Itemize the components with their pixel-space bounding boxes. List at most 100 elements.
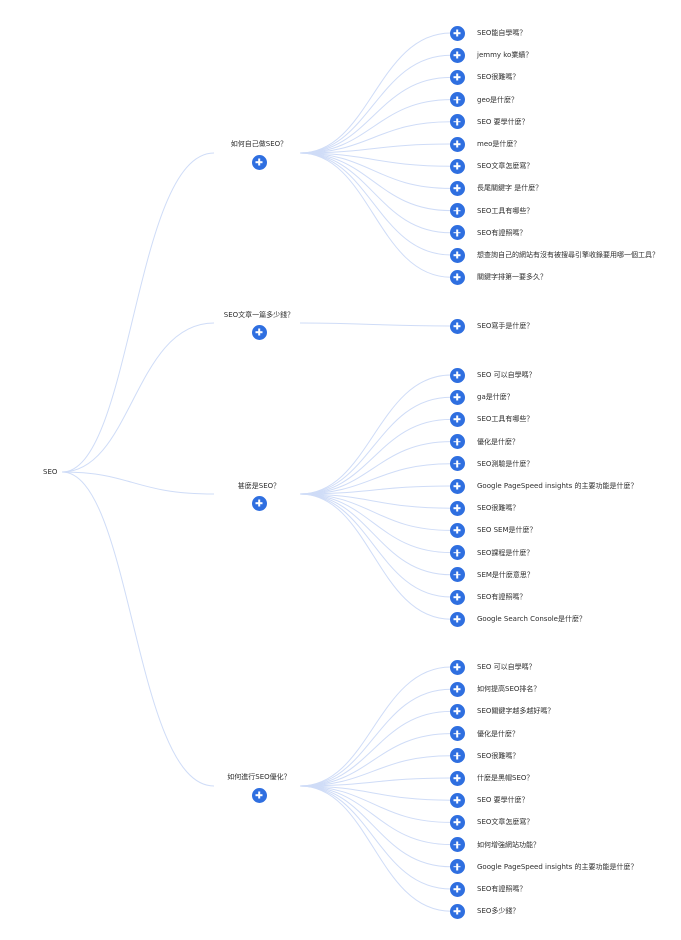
question-expand-button[interactable]	[449, 567, 465, 583]
leaf-connector	[299, 493, 452, 509]
question-expand-button[interactable]	[449, 434, 465, 450]
question-expand-button[interactable]	[449, 770, 465, 786]
leaf-connector	[299, 785, 452, 912]
leaf-connector	[299, 785, 452, 846]
leaf-connector	[299, 493, 452, 576]
question-label: SEO寫手是什麼？	[477, 322, 534, 330]
root-connector	[61, 322, 215, 473]
question-label: SEO文章怎麼寫？	[477, 818, 534, 827]
leaf-connector	[299, 785, 452, 801]
question-label: 什麼是黑帽SEO？	[477, 774, 534, 782]
question-expand-button[interactable]	[449, 792, 465, 808]
question-label: geo是什麼？	[477, 95, 519, 104]
question-expand-button[interactable]	[449, 500, 465, 516]
root-connector	[61, 471, 215, 495]
question-label: SEO 要學什麼？	[477, 796, 529, 805]
question-expand-button[interactable]	[449, 589, 465, 605]
topic-label: 如何進行SEO優化？	[227, 773, 291, 781]
question-label: 關鍵字排第一要多久？	[477, 273, 547, 282]
question-expand-button[interactable]	[449, 25, 465, 41]
question-label: 優化是什麼？	[477, 729, 519, 738]
question-expand-button[interactable]	[449, 367, 465, 383]
question-label: SEO SEM是什麼？	[477, 526, 537, 535]
question-expand-button[interactable]	[449, 522, 465, 538]
question-expand-button[interactable]	[449, 726, 465, 742]
leaf-connector	[299, 666, 452, 787]
question-expand-button[interactable]	[449, 411, 465, 427]
question-label: SEM是什麼意思？	[477, 570, 534, 579]
question-expand-button[interactable]	[449, 659, 465, 675]
leaf-connector	[299, 688, 452, 787]
question-label: SEO有證照嗎？	[477, 885, 527, 893]
question-label: SEO課程是什麼？	[477, 548, 534, 557]
question-expand-button[interactable]	[449, 247, 465, 263]
question-expand-button[interactable]	[449, 814, 465, 830]
question-expand-button[interactable]	[449, 69, 465, 85]
leaf-connector	[299, 143, 452, 154]
leaf-connector	[299, 152, 452, 256]
leaf-connector	[299, 396, 452, 495]
question-label: SEO多少錢？	[477, 907, 520, 916]
question-expand-button[interactable]	[449, 158, 465, 174]
leaf-connector	[299, 152, 452, 189]
topic-label: 甚麼是SEO？	[237, 482, 281, 490]
question-expand-button[interactable]	[449, 136, 465, 152]
question-expand-button[interactable]	[449, 203, 465, 219]
question-label: jemmy ko業績？	[477, 51, 533, 60]
question-expand-button[interactable]	[449, 748, 465, 764]
leaf-connector	[299, 785, 452, 823]
question-expand-button[interactable]	[449, 881, 465, 897]
leaf-connector	[299, 99, 452, 154]
topic-label: 如何自己做SEO？	[230, 140, 288, 148]
question-expand-button[interactable]	[449, 837, 465, 853]
leaf-connector	[299, 374, 452, 495]
question-label: Google PageSpeed insights 的主要功能是什麼？	[477, 482, 638, 490]
root-node-label: SEO	[43, 468, 58, 476]
root-connector	[61, 152, 215, 473]
question-expand-button[interactable]	[449, 545, 465, 561]
leaf-connector	[299, 493, 452, 598]
leaf-connector	[299, 710, 452, 787]
leaf-connector	[299, 54, 452, 154]
question-expand-button[interactable]	[449, 269, 465, 285]
question-expand-button[interactable]	[449, 478, 465, 494]
leaf-connector	[299, 418, 452, 495]
topic-expand-button[interactable]	[251, 154, 267, 170]
leaf-connector	[299, 785, 452, 890]
question-expand-button[interactable]	[449, 859, 465, 875]
leaf-connector	[299, 322, 452, 327]
root-connector	[61, 471, 215, 787]
leaf-connector	[299, 32, 452, 154]
question-label: 如何提高SEO排名？	[477, 685, 541, 694]
question-expand-button[interactable]	[449, 389, 465, 405]
question-expand-button[interactable]	[449, 114, 465, 130]
leaf-connector	[299, 463, 452, 495]
question-expand-button[interactable]	[449, 681, 465, 697]
question-label: ga是什麼？	[477, 393, 514, 402]
question-label: SEO 可以自學嗎？	[477, 371, 536, 379]
question-expand-button[interactable]	[449, 180, 465, 196]
leaf-connector	[299, 785, 452, 868]
topic-label: SEO文章一篇多少錢？	[223, 311, 295, 319]
question-label: SEO能自學嗎？	[477, 29, 527, 37]
leaf-connector	[299, 152, 452, 167]
question-label: SEO 要學什麼？	[477, 117, 529, 126]
question-expand-button[interactable]	[449, 318, 465, 334]
question-expand-button[interactable]	[449, 703, 465, 719]
question-expand-button[interactable]	[449, 611, 465, 627]
topic-expand-button[interactable]	[251, 324, 267, 340]
question-expand-button[interactable]	[449, 903, 465, 919]
question-expand-button[interactable]	[449, 456, 465, 472]
leaf-connector	[299, 121, 452, 154]
leaf-connector	[299, 733, 452, 787]
leaf-connector	[299, 493, 452, 531]
topic-expand-button[interactable]	[251, 787, 267, 803]
topic-expand-button[interactable]	[251, 495, 267, 511]
question-expand-button[interactable]	[449, 92, 465, 108]
question-label: Google PageSpeed insights 的主要功能是什麼？	[477, 862, 638, 871]
question-expand-button[interactable]	[449, 47, 465, 63]
question-expand-button[interactable]	[449, 225, 465, 241]
question-label: SEO關鍵字越多越好嗎？	[477, 707, 555, 716]
